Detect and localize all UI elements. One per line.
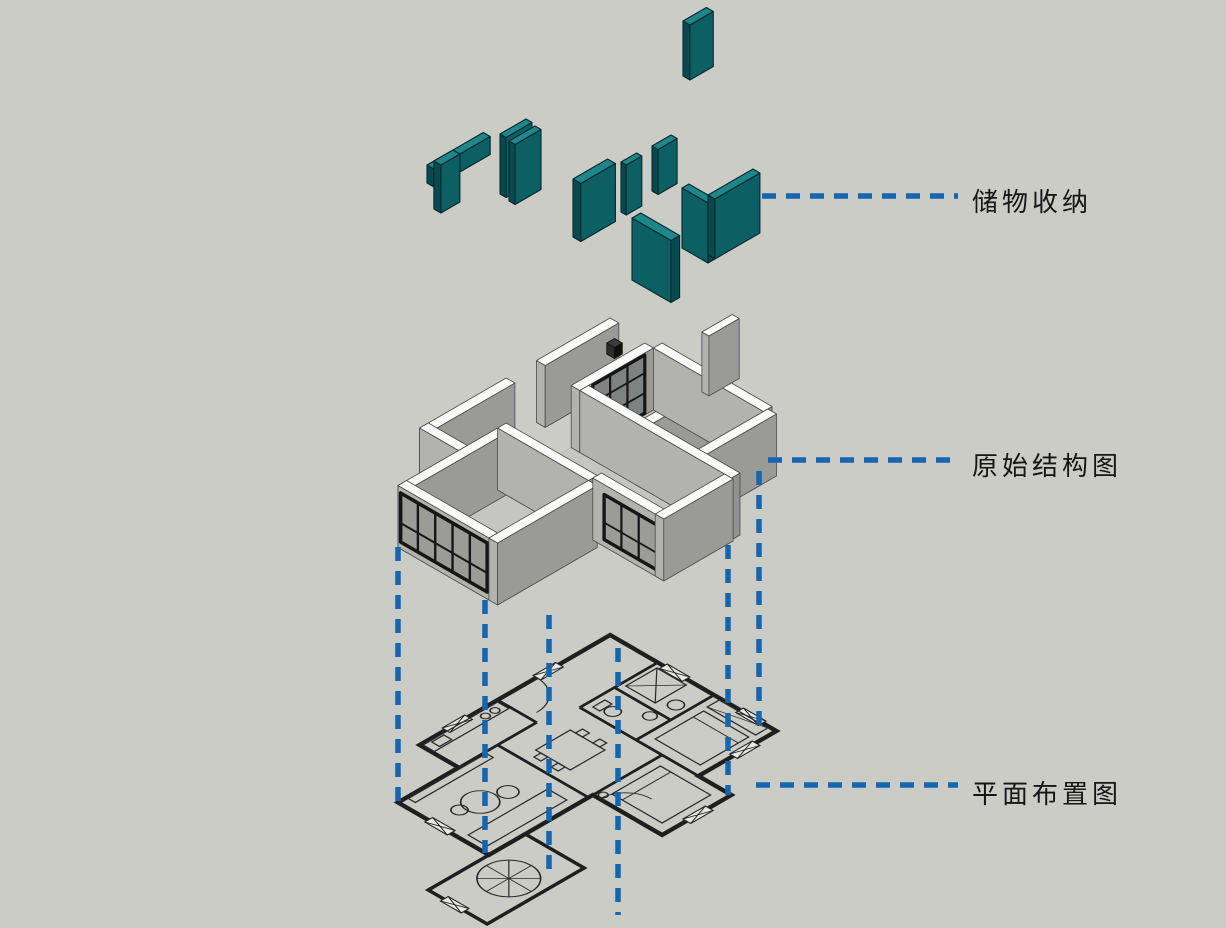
storage-unit: [651, 134, 678, 196]
storage-unit: [620, 152, 643, 216]
label-storage: 储物收纳: [972, 188, 1093, 217]
storage-unit: [572, 158, 616, 243]
structure-model: [397, 314, 777, 606]
floorplan-model: [393, 632, 781, 926]
label-structure: 原始结构图: [972, 452, 1123, 481]
storage-unit: [426, 131, 491, 214]
projection-lines: [395, 471, 762, 915]
storage-unit: [631, 212, 681, 304]
storage-unit: [681, 168, 761, 264]
leader-lines: [756, 193, 958, 788]
storage-units-model: [426, 6, 761, 304]
label-floorplan: 平面布置图: [972, 780, 1123, 809]
storage-unit: [508, 125, 542, 206]
storage-unit: [682, 6, 714, 81]
